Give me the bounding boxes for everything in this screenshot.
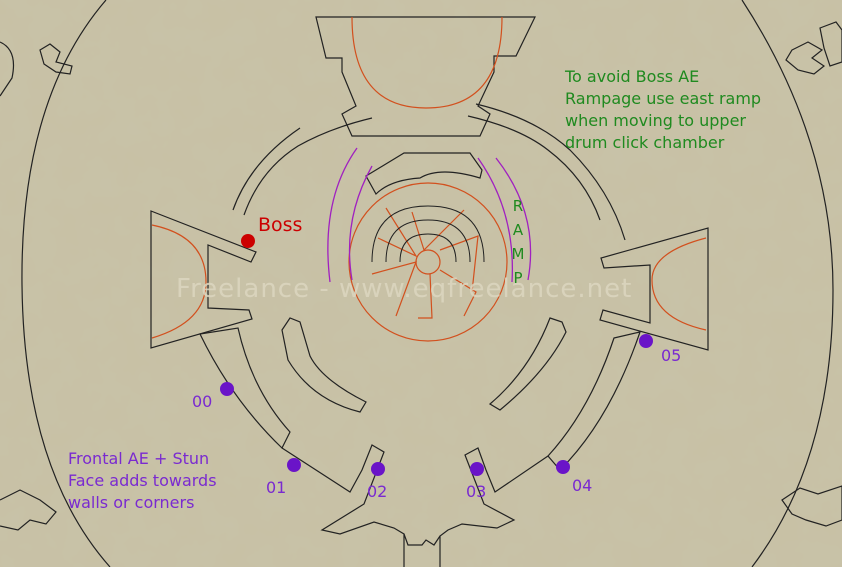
spawn-label-00: 00 [192,392,213,411]
spawn-marker-01 [287,458,301,472]
note-line: Frontal AE + Stun [68,449,210,468]
ramp-letter: R [512,197,524,215]
note-line: To avoid Boss AE [565,67,700,86]
note-line: Rampage use east ramp [565,89,762,108]
note-line: drum click chamber [565,133,725,152]
note-line: walls or corners [68,493,195,512]
boss-label: Boss [258,214,303,236]
ramp-letter: M [511,245,525,263]
boss-ae-note: To avoid Boss AE Rampage use east ramp w… [565,66,761,154]
spawn-label-05: 05 [661,346,682,365]
spawn-marker-02 [371,462,385,476]
boss-marker [241,234,255,248]
note-line: Face adds towards [68,471,217,490]
spawn-marker-03 [470,462,484,476]
spawn-label-01: 01 [266,478,287,497]
spawn-label-02: 02 [367,482,388,501]
watermark: Freelance - www.eqfreelance.net [176,274,633,304]
ramp-letter: A [512,221,524,239]
spawn-marker-04 [556,460,570,474]
note-line: when moving to upper [565,111,746,130]
frontal-ae-note: Frontal AE + Stun Face adds towards wall… [68,448,217,514]
spawn-marker-00 [220,382,234,396]
ramp-label: R A M P [511,194,525,290]
spawn-label-03: 03 [466,482,487,501]
center-drum-lines [371,205,485,263]
ramp-lines [327,147,532,283]
spawn-marker-05 [639,334,653,348]
spawn-label-04: 04 [572,476,593,495]
ramp-letter: P [513,269,523,287]
spawn-markers [220,334,653,476]
upper-level-lines [151,16,707,342]
